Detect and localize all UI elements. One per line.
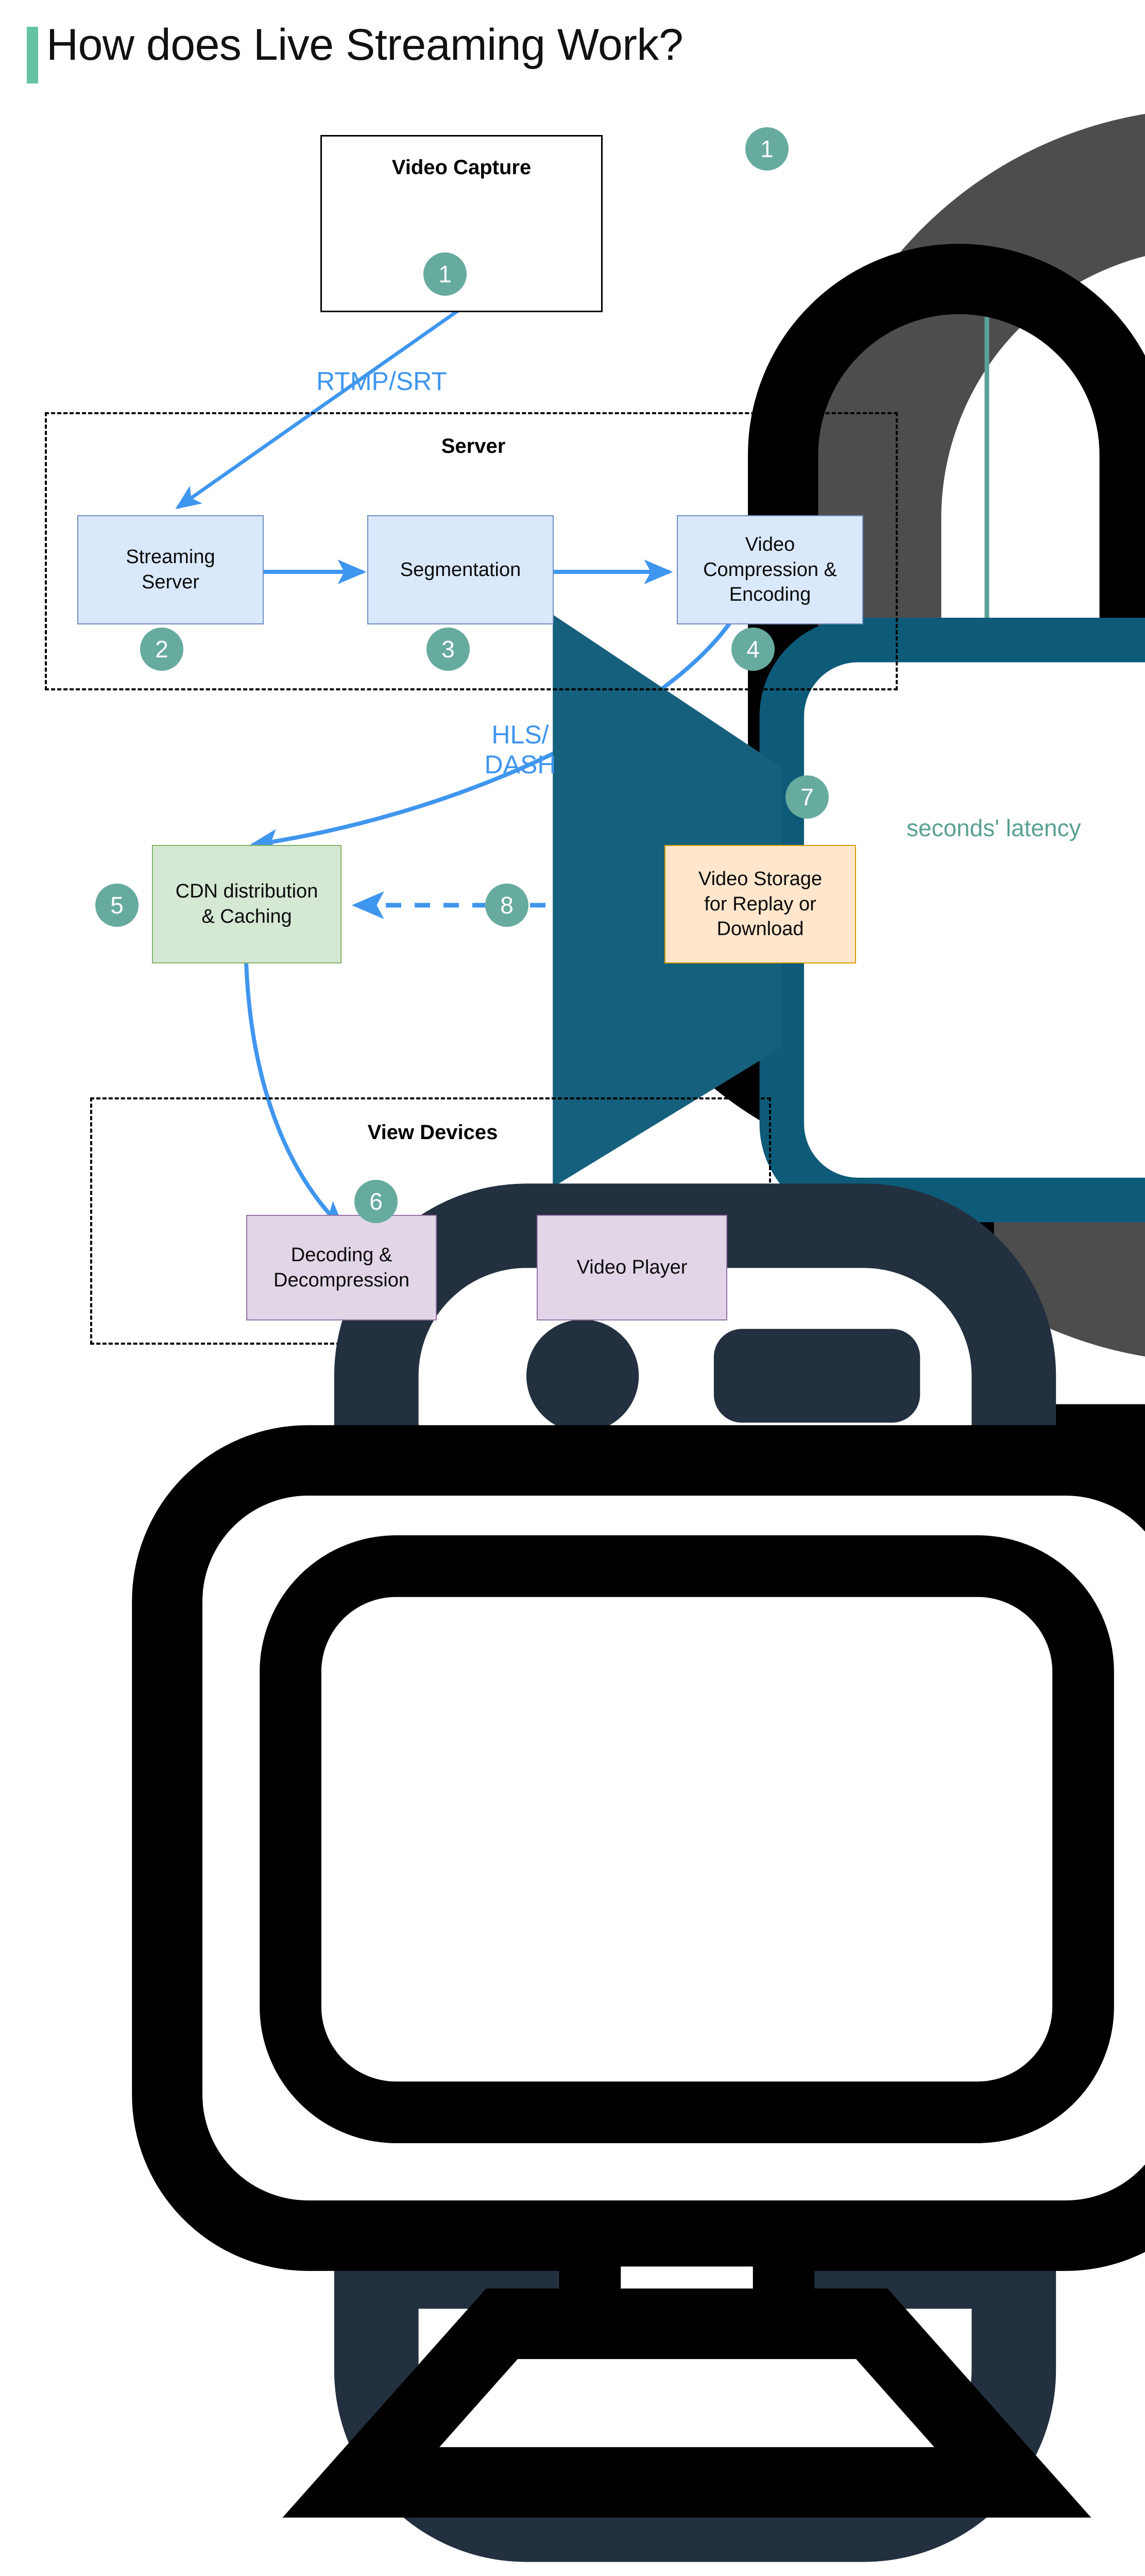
node-segmentation[interactable]: Segmentation [367, 515, 554, 624]
step-badge-8: 8 [485, 884, 528, 927]
step-badge-3: 3 [426, 628, 470, 671]
node-cdn-distribution-caching[interactable]: CDN distribution & Caching [152, 845, 341, 963]
step-badge-4: 4 [731, 628, 775, 671]
node-video-compression-encoding[interactable]: Video Compression & Encoding [677, 515, 863, 624]
step-badge-1: 1 [745, 127, 789, 171]
server-group: Server [45, 412, 898, 690]
step-badge-7: 7 [785, 775, 829, 819]
step-badge-6: 6 [354, 1180, 398, 1223]
page-title: How does Live Streaming Work? [46, 20, 683, 70]
view-devices-title: View Devices [367, 1121, 498, 1144]
edge-label-rtmp-srt: RTMP/SRT [316, 367, 447, 396]
edge-label-hls-dash: HLS/ DASH [484, 720, 556, 779]
step-badge-1-visible: 1 [423, 252, 467, 296]
title-accent-bar [27, 27, 38, 83]
desktop-monitor-icon [114, 1273, 1145, 2576]
video-capture-title: Video Capture [391, 156, 532, 179]
step-badge-5: 5 [95, 884, 139, 927]
page-header: How does Live Streaming Work? blog.byteb… [0, 0, 1145, 1357]
node-video-player[interactable]: Video Player [537, 1215, 727, 1320]
node-video-storage[interactable]: Video Storage for Replay or Download [664, 845, 856, 963]
step-badge-2: 2 [140, 628, 183, 671]
node-streaming-server[interactable]: Streaming Server [77, 515, 264, 624]
latency-annotation: seconds' latency [907, 815, 1081, 841]
server-group-title: Server [441, 435, 506, 457]
node-decoding-decompression[interactable]: Decoding & Decompression [246, 1215, 437, 1320]
